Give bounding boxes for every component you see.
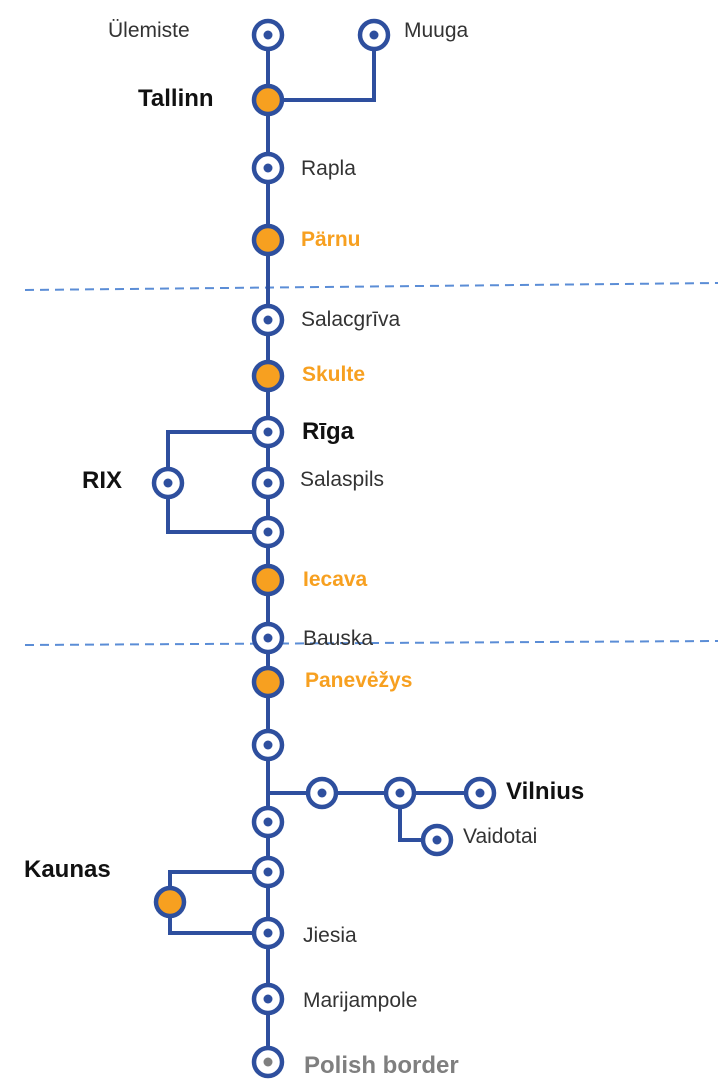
station-node-riga bbox=[251, 415, 285, 449]
station-dot-salaspils bbox=[263, 478, 273, 488]
station-node-skulte bbox=[251, 359, 285, 393]
station-label-iecava: Iecava bbox=[303, 568, 368, 591]
station-label-bauska: Bauska bbox=[303, 627, 374, 650]
station-dot-panevezys bbox=[264, 678, 272, 686]
station-label-rapla: Rapla bbox=[301, 157, 356, 180]
station-dot-junction-1 bbox=[317, 788, 327, 798]
station-node-kaunas bbox=[153, 885, 187, 919]
station-node-ulemiste bbox=[251, 18, 285, 52]
station-dot-tallinn bbox=[264, 96, 272, 104]
station-node-muuga bbox=[357, 18, 391, 52]
station-label-riga: Rīga bbox=[302, 418, 355, 445]
station-label-parnu: Pärnu bbox=[301, 228, 361, 251]
station-node-junction-1 bbox=[305, 776, 339, 810]
station-dot-kaunas bbox=[166, 898, 174, 906]
station-dot-ulemiste bbox=[263, 30, 273, 40]
muuga-branch-track bbox=[268, 35, 376, 102]
station-dot-vaidotai bbox=[432, 835, 442, 845]
station-node-salaspils bbox=[251, 466, 285, 500]
station-node-jiesia bbox=[251, 916, 285, 950]
station-node-vilnius bbox=[463, 776, 497, 810]
latvia-lithuania-border-divider bbox=[24, 640, 719, 646]
station-node-panevezys bbox=[251, 665, 285, 699]
station-dot-iecava bbox=[264, 576, 272, 584]
station-dot-salacgriva bbox=[263, 315, 273, 325]
station-node-unnamed-1 bbox=[251, 515, 285, 549]
station-dot-polish-border bbox=[263, 1057, 273, 1067]
station-dot-unnamed-2 bbox=[263, 740, 273, 750]
station-dot-rapla bbox=[263, 163, 273, 173]
station-dot-unnamed-4 bbox=[263, 867, 273, 877]
station-dot-unnamed-3 bbox=[263, 817, 273, 827]
station-label-vilnius: Vilnius bbox=[506, 778, 585, 805]
station-label-salaspils: Salaspils bbox=[300, 468, 385, 491]
station-dot-parnu bbox=[264, 236, 272, 244]
station-label-marijampole: Marijampole bbox=[303, 989, 418, 1012]
station-label-ulemiste: Ülemiste bbox=[108, 19, 190, 42]
station-node-parnu bbox=[251, 223, 285, 257]
station-node-salacgriva bbox=[251, 303, 285, 337]
station-dot-jiesia bbox=[263, 928, 273, 938]
station-node-bauska bbox=[251, 621, 285, 655]
station-label-tallinn: Tallinn bbox=[138, 85, 214, 112]
station-label-skulte: Skulte bbox=[302, 363, 366, 386]
station-node-rapla bbox=[251, 151, 285, 185]
station-node-marijampole bbox=[251, 982, 285, 1016]
station-dot-unnamed-1 bbox=[263, 527, 273, 537]
station-label-jiesia: Jiesia bbox=[303, 924, 357, 947]
station-label-muuga: Muuga bbox=[404, 19, 469, 42]
station-dot-bauska bbox=[263, 633, 273, 643]
station-node-vaidotai bbox=[420, 823, 454, 857]
station-node-unnamed-3 bbox=[251, 805, 285, 839]
station-node-iecava bbox=[251, 563, 285, 597]
station-node-tallinn bbox=[251, 83, 285, 117]
station-label-kaunas: Kaunas bbox=[24, 856, 111, 883]
station-node-unnamed-4 bbox=[251, 855, 285, 889]
station-dot-riga bbox=[263, 427, 273, 437]
station-label-panevezys: Panevėžys bbox=[305, 669, 413, 692]
station-dot-marijampole bbox=[263, 994, 273, 1004]
station-dot-skulte bbox=[264, 372, 272, 380]
station-label-polish-border: Polish border bbox=[304, 1052, 459, 1079]
station-dot-rix bbox=[163, 478, 173, 488]
estonia-latvia-border-divider bbox=[24, 282, 719, 291]
station-dot-junction-2 bbox=[395, 788, 405, 798]
station-label-vaidotai: Vaidotai bbox=[463, 825, 538, 848]
station-dot-muuga bbox=[369, 30, 379, 40]
station-label-salacgriva: Salacgrīva bbox=[301, 308, 401, 331]
station-node-unnamed-2 bbox=[251, 728, 285, 762]
station-label-rix: RIX bbox=[82, 467, 123, 494]
station-node-rix bbox=[151, 466, 185, 500]
station-node-junction-2 bbox=[383, 776, 417, 810]
station-dot-vilnius bbox=[475, 788, 485, 798]
station-node-polish-border bbox=[251, 1045, 285, 1079]
